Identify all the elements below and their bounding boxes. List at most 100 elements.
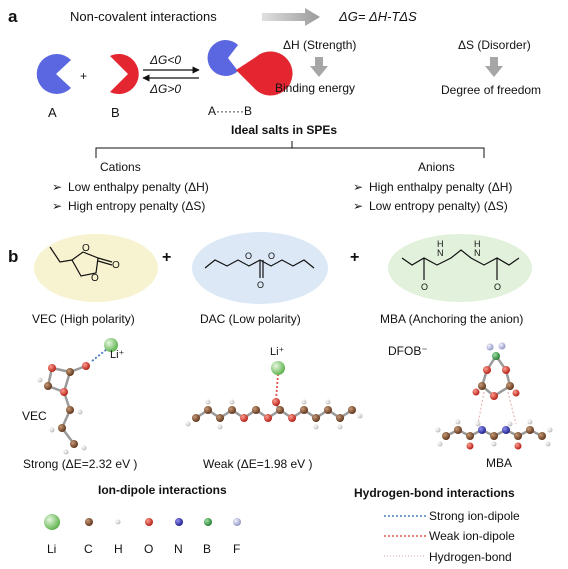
mba-background (388, 234, 532, 302)
li-atom-weak (271, 361, 285, 375)
hydrogen-bond-title: Hydrogen-bond interactions (354, 486, 515, 500)
entropy-header: ΔS (Disorder) (458, 38, 531, 52)
mba-n-right: N (474, 248, 481, 258)
grey-arrow-down-ds (485, 57, 503, 77)
anion-bullet-1: ➢ (353, 180, 363, 194)
legend-text-weak: Weak ion-dipole (429, 529, 515, 543)
strong-ion-dipole-line (91, 348, 108, 362)
legend-atom-f (233, 518, 241, 526)
hydrogen-bond-line-right (507, 391, 517, 425)
dfob-mba-atoms (435, 342, 553, 450)
vec-atom-c4 (58, 424, 66, 432)
vec-atom-o2 (48, 364, 56, 372)
vec-background (34, 234, 158, 302)
ideal-salts-label: Ideal salts in SPEs (231, 123, 337, 137)
legend-atom-b (204, 518, 212, 526)
mba-name: MBA (Anchoring the anion) (380, 312, 523, 326)
vec-o-atom-2: O (91, 273, 99, 284)
vec-name: VEC (High polarity) (32, 312, 135, 326)
strong-energy-label: Strong (ΔE=2.32 eV ) (23, 457, 137, 471)
dac-name: DAC (Low polarity) (200, 312, 301, 326)
vec-carbonyl-o: O (112, 260, 120, 271)
gibbs-equation: ΔG= ΔH-TΔS (338, 9, 417, 24)
vec-li-model (46, 364, 87, 445)
complex-a-pacman (207, 39, 238, 76)
species-a-label: A (48, 105, 57, 120)
li-label-weak: Li⁺ (270, 346, 285, 358)
anion-item-1: High enthalpy penalty (ΔH) (369, 180, 512, 194)
legend-label-f: F (233, 542, 240, 556)
weak-ion-dipole-line (275, 373, 279, 401)
dac-o-right: O (268, 251, 275, 261)
mba-structure (401, 249, 520, 280)
panel-b-label: b (8, 247, 18, 266)
ion-dipole-title: Ion-dipole interactions (98, 483, 227, 497)
dac-carbonyl-o: O (257, 280, 264, 290)
line-legend: Strong ion-dipole Weak ion-dipole Hydrog… (384, 509, 520, 564)
vec-atom-c3 (66, 406, 74, 414)
legend-label-c: C (84, 542, 93, 556)
mba-o-left: O (421, 282, 428, 292)
vec-atom-o1 (82, 362, 90, 370)
cation-bullet-2: ➢ (52, 199, 62, 213)
species-b-pacman (110, 54, 139, 94)
delta-g-negative: ΔG<0 (149, 53, 181, 67)
degree-of-freedom-label: Degree of freedom (441, 83, 541, 97)
legend-atom-c (85, 518, 93, 526)
legend-label-o: O (144, 542, 153, 556)
legend-label-li: Li (47, 542, 56, 556)
vec-atom-h4 (63, 449, 69, 455)
weak-energy-label: Weak (ΔE=1.98 eV ) (203, 457, 313, 471)
dac-structure (204, 259, 315, 278)
delta-g-positive: ΔG>0 (149, 82, 181, 96)
grey-arrow-right (262, 8, 320, 26)
cation-item-2: High entropy penalty (ΔS) (68, 199, 205, 213)
ideal-salts-bracket (95, 141, 485, 158)
atom-legend: Li C H O N B F (44, 514, 241, 556)
vec-atom-h1 (37, 377, 43, 383)
dac-o-left: O (245, 251, 252, 261)
panel-a-title: Non-covalent interactions (70, 9, 217, 24)
legend-text-strong: Strong ion-dipole (429, 509, 520, 523)
vec-o-atom-1: O (82, 243, 90, 254)
cation-item-1: Low enthalpy penalty (ΔH) (68, 180, 209, 194)
vec-atom-c2 (44, 382, 52, 390)
li-atom-strong (104, 338, 118, 352)
vec-atom-h5 (81, 445, 87, 451)
enthalpy-header: ΔH (Strength) (283, 38, 356, 52)
panel-a-label: a (8, 7, 18, 26)
legend-label-b: B (203, 542, 211, 556)
legend-atom-h (115, 519, 121, 525)
vec-atom-h3 (49, 427, 55, 433)
vec-atom-c1 (66, 368, 74, 376)
plus-sign-b-2: + (350, 249, 359, 266)
vec-atom-o3 (60, 388, 68, 396)
legend-atom-o (145, 518, 153, 526)
complex-b-pacman (236, 51, 293, 96)
legend-label-n: N (174, 542, 183, 556)
anions-title: Anions (418, 160, 455, 174)
complex-label: A·······B (208, 104, 252, 118)
mba-nh-left: H (437, 239, 444, 249)
legend-atom-n (175, 518, 183, 526)
vec-model-label: VEC (22, 409, 47, 423)
mba-o-right: O (494, 282, 501, 292)
species-a-pacman (36, 54, 71, 94)
anion-item-2: Low entropy penalty) (ΔS) (369, 199, 508, 213)
grey-arrow-down-dh (310, 57, 328, 77)
mba-n-left: N (437, 248, 444, 258)
legend-text-hbond: Hydrogen-bond (429, 550, 512, 564)
dfob-label: DFOB⁻ (388, 344, 428, 358)
dac-li-atoms (185, 398, 363, 430)
plus-sign-b-1: + (162, 249, 171, 266)
cations-title: Cations (100, 160, 141, 174)
cation-bullet-1: ➢ (52, 180, 62, 194)
species-b-label: B (111, 105, 120, 120)
hydrogen-bond-line-left (477, 391, 485, 425)
binding-energy-label: Binding energy (275, 81, 355, 95)
mba-nh-right: H (474, 239, 481, 249)
li-label-strong: Li⁺ (110, 349, 125, 361)
legend-atom-li (44, 514, 60, 530)
plus-sign-a: + (80, 69, 87, 83)
